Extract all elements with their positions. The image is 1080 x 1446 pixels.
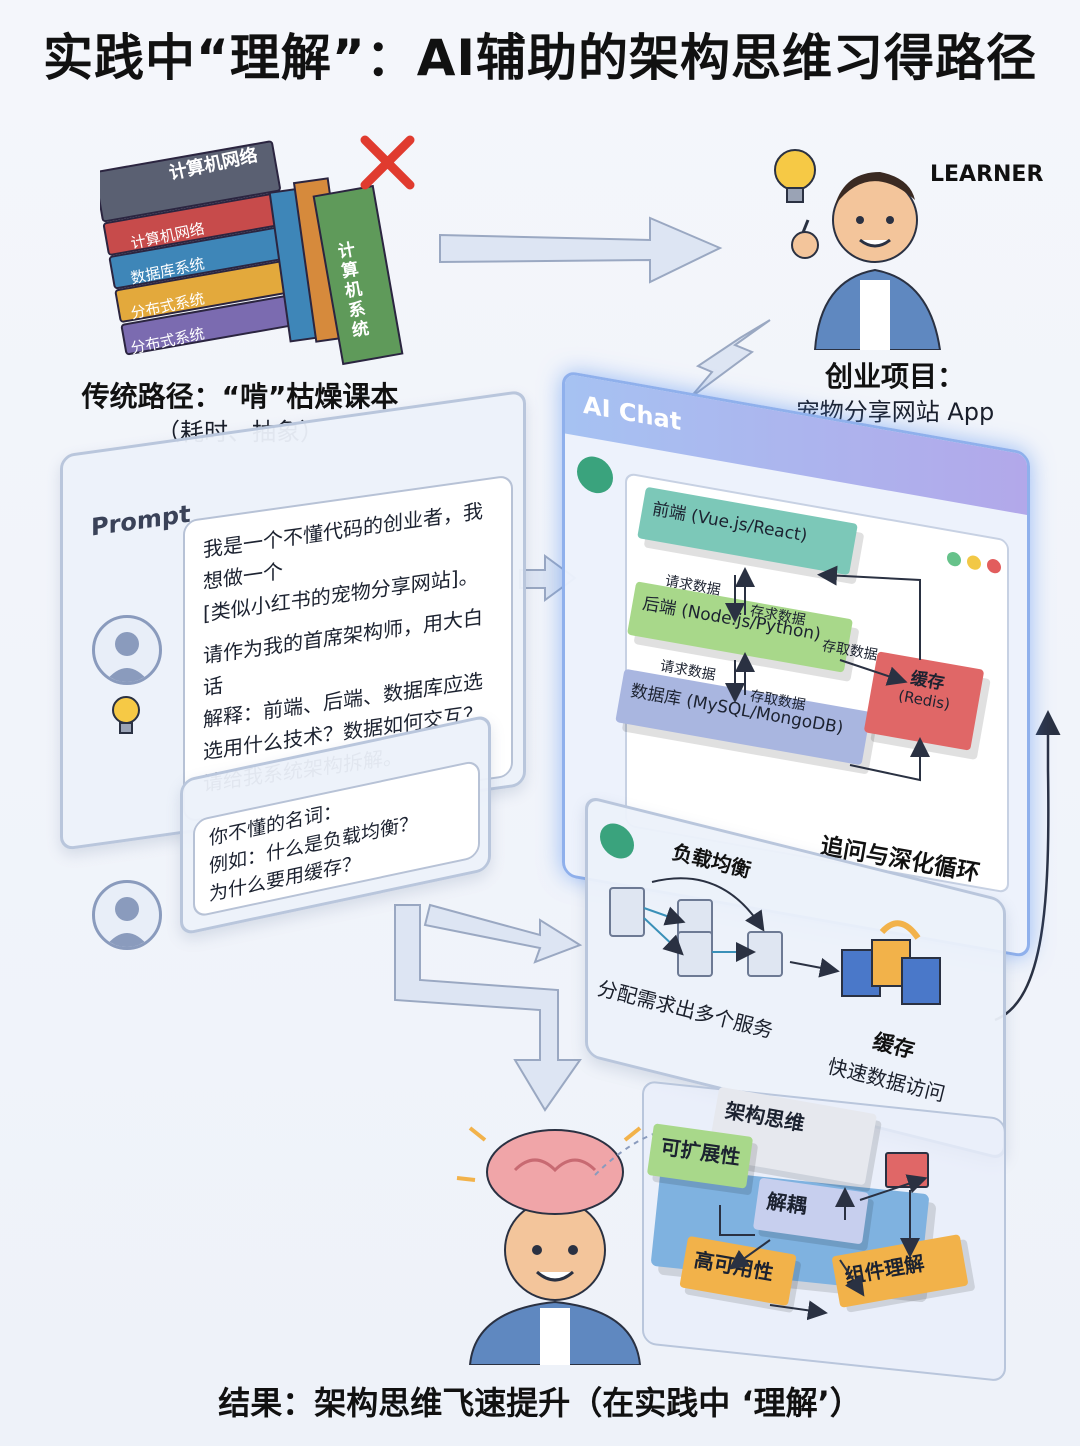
traditional-title: 传统路径：“啃”枯燥课本 <box>81 380 399 413</box>
learner-tag: LEARNER <box>930 162 1044 187</box>
lightbulb-icon <box>112 696 140 734</box>
arrow-books-to-learner <box>439 216 723 284</box>
arrow-learner-to-ai <box>689 319 771 399</box>
refresh-arrow-icon <box>879 920 921 940</box>
user-avatar <box>92 880 162 950</box>
server-icons <box>609 887 783 977</box>
cross-icon <box>360 135 415 190</box>
chatgpt-logo-icon <box>600 819 634 863</box>
page-title: 实践中“理解”：AI辅助的架构思维习得路径 <box>42 29 1038 87</box>
thinking-person-illustration <box>455 1110 655 1366</box>
lightbulb-icon <box>774 149 816 203</box>
loop-line <box>994 710 1061 1022</box>
arrow-question-to-brain <box>394 904 582 1112</box>
prompt-header: Prompt <box>91 499 191 542</box>
result-title: 结果：架构思维飞速提升（在实践中 ‘理解’） <box>218 1384 862 1422</box>
user-avatar <box>92 615 162 685</box>
cache-blocks-icon <box>841 939 941 1005</box>
arch-thinking-arrows <box>719 1174 928 1321</box>
arrow-question-to-lb <box>423 903 583 964</box>
books-illustration: 计算机网络 计算机网络 数据库系统 分布式系统 分布式系统 计算机系统 <box>93 130 420 370</box>
arch-arrows <box>725 565 930 782</box>
project-title: 创业项目： <box>824 360 965 393</box>
lb-diagram <box>609 877 941 1005</box>
learner-illustration <box>760 130 980 351</box>
